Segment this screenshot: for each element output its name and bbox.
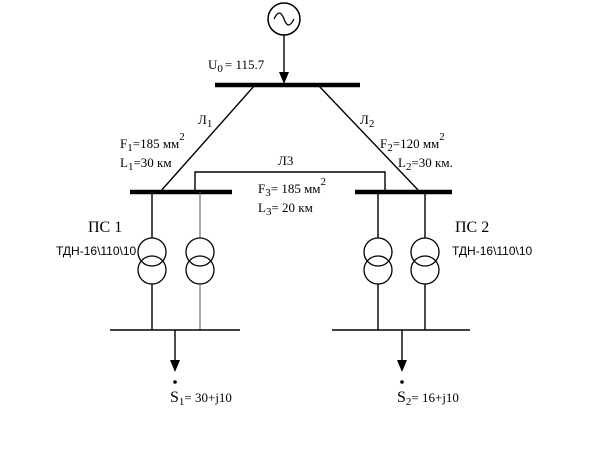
transformer-winding-icon xyxy=(410,255,440,285)
transformer-winding-icon xyxy=(363,255,393,285)
substation-2-name: ПС 2 xyxy=(455,219,489,236)
substation-2-transformers xyxy=(363,192,440,330)
line-3-section: F3= 185 мм2 xyxy=(258,176,326,199)
load-1-label: S1= 30+j10 xyxy=(170,389,232,408)
line-2-section: F2=120 мм2 xyxy=(380,131,445,154)
transformer-winding-icon xyxy=(137,255,167,285)
line-1-name: Л1 xyxy=(198,112,212,130)
line-1-section: F1=185 мм2 xyxy=(120,131,185,154)
substation-1-transformer: ТДН-16\110\10 xyxy=(56,244,137,258)
load-2-label: S2= 16+j10 xyxy=(397,389,459,408)
load-1-arrow xyxy=(170,360,180,372)
substation-1-transformers xyxy=(137,192,215,330)
transformer-winding-icon xyxy=(185,255,215,285)
line-3-length: L3= 20 км xyxy=(258,200,313,218)
transformer-winding-icon xyxy=(185,237,215,267)
substation-2-transformer: ТДН-16\110\10 xyxy=(452,244,533,258)
generator-arrow xyxy=(279,72,289,84)
line-3-name: Л3 xyxy=(278,153,293,168)
sine-wave-icon xyxy=(273,12,295,26)
load-2-dot xyxy=(400,380,404,384)
generator-symbol xyxy=(267,2,301,36)
voltage-label: U0= 115.7 xyxy=(208,57,265,75)
transformer-winding-icon xyxy=(363,237,393,267)
line-2-name: Л2 xyxy=(360,112,374,130)
line-1-length: L1=30 км xyxy=(120,155,172,173)
line-2 xyxy=(317,84,421,193)
line-1 xyxy=(159,84,256,193)
transformer-winding-icon xyxy=(137,237,167,267)
line-2-length: L2=30 км. xyxy=(398,155,453,173)
line-3 xyxy=(194,171,386,192)
substation-1-name: ПС 1 xyxy=(88,219,122,236)
load-1-dot xyxy=(173,380,177,384)
load-2-arrow xyxy=(397,360,407,372)
transformer-winding-icon xyxy=(410,237,440,267)
